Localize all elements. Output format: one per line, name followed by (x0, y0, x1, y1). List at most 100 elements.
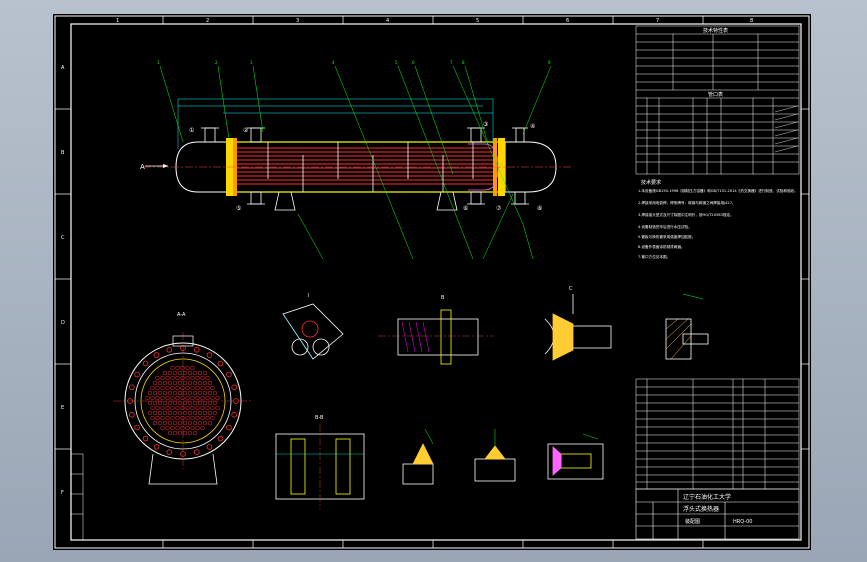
bolt-hole (134, 424, 140, 431)
tube-hole (195, 395, 200, 401)
tube-hole (162, 400, 168, 406)
tube-hole (205, 385, 210, 391)
tube-hole (192, 430, 198, 436)
tube-hole (197, 400, 203, 406)
detail-shell-nozzle: C (544, 286, 612, 361)
tube-hole (187, 370, 193, 376)
tube-hole (165, 405, 170, 411)
tube-hole (177, 370, 183, 376)
tube-hole (192, 380, 198, 386)
nozzle-table-title: 管口表 (708, 91, 723, 98)
svg-text:9: 9 (548, 60, 551, 65)
exchanger-main-view: A ① ② ③ ④ ⑤ ⑥ ⑦ ⑧ (140, 60, 573, 260)
tube-hole (167, 430, 173, 436)
tube-hole (180, 395, 185, 401)
col-label-3: 3 (296, 18, 299, 24)
tube-hole (205, 395, 210, 401)
title-block (635, 488, 800, 540)
tube-hole (207, 400, 213, 406)
tube-hole (190, 365, 195, 371)
tube-hole (190, 415, 195, 421)
bolt-hole (166, 347, 173, 353)
tube-hole (192, 400, 198, 406)
zone-ticks (55, 16, 809, 548)
note-1: 1.本设备按GB150-1998《钢制压力容器》和GB/T151-2014《热交… (638, 188, 798, 193)
tube-hole (212, 390, 218, 396)
tube-hole (172, 420, 178, 426)
tube-hole (157, 390, 163, 396)
tube-hole (152, 410, 158, 416)
tube-hole (195, 385, 200, 391)
technical-notes: 技术要求 1.本设备按GB150-1998《钢制压力容器》和GB/T151-20… (638, 179, 798, 259)
tube-hole (187, 390, 193, 396)
nozzle-tag-1: ① (189, 127, 194, 134)
col-label-4: 4 (386, 18, 389, 24)
tube-hole (162, 420, 168, 426)
tube-hole (192, 410, 198, 416)
row-label-e: E (61, 405, 64, 411)
tube-hole (145, 395, 150, 401)
tube-hole (175, 405, 180, 411)
tube-hole (175, 385, 180, 391)
bolt-hole (193, 449, 200, 455)
svg-text:8: 8 (462, 60, 465, 65)
col-label-7: 7 (656, 18, 659, 24)
row-label-f: F (61, 490, 64, 496)
tube-hole (165, 425, 170, 431)
tube-hole (175, 365, 180, 371)
tube-hole (175, 415, 180, 421)
detail-weld-1 (665, 293, 709, 360)
tube-hole (187, 410, 193, 416)
tube-hole (207, 420, 213, 426)
tube-hole (177, 430, 183, 436)
tube-hole (202, 410, 208, 416)
tube-hole (182, 370, 188, 376)
tube-hole (155, 415, 160, 421)
bolt-hole (226, 424, 232, 431)
tube-hole (190, 375, 195, 381)
tube-hole (187, 420, 193, 426)
bolt-hole (153, 352, 160, 358)
tube-hole (162, 390, 168, 396)
svg-text:6: 6 (412, 60, 415, 65)
tube-hole (175, 425, 180, 431)
tube-hole (182, 430, 188, 436)
tube-hole (195, 425, 200, 431)
tube-hole (180, 425, 185, 431)
notes-title: 技术要求 (641, 179, 661, 186)
row-label-b: B (61, 150, 65, 156)
tube-hole (167, 380, 173, 386)
tube-hole (195, 415, 200, 421)
inner-frame (70, 23, 802, 541)
tube-hole (160, 405, 165, 411)
svg-text:B: B (441, 295, 445, 301)
tube-hole (202, 390, 208, 396)
tube-hole (182, 390, 188, 396)
bolt-hole (193, 347, 200, 353)
tube-hole (185, 415, 190, 421)
tube-hole (187, 400, 193, 406)
detail-weld-4 (547, 433, 604, 480)
tube-hole (162, 380, 168, 386)
tube-hole (185, 395, 190, 401)
tube-hole (190, 425, 195, 431)
bolt-hole (231, 384, 237, 391)
drawing-sheet[interactable]: 1 2 3 4 5 6 7 8 A B C D E F (53, 14, 811, 550)
col-label-5: 5 (476, 18, 479, 24)
tube-hole (170, 395, 175, 401)
bolt-hole (206, 352, 213, 358)
col-label-6: 6 (566, 18, 569, 24)
tube-hole (200, 385, 205, 391)
tube-hole (197, 420, 203, 426)
tube-hole (150, 415, 155, 421)
tube-hole (155, 405, 160, 411)
tube-hole (180, 365, 185, 371)
revision-block (70, 453, 84, 541)
tube-hole (200, 425, 205, 431)
tube-hole (172, 390, 178, 396)
tube-hole (180, 415, 185, 421)
svg-text:2: 2 (215, 60, 218, 65)
tube-hole (167, 400, 173, 406)
tube-hole (172, 380, 178, 386)
